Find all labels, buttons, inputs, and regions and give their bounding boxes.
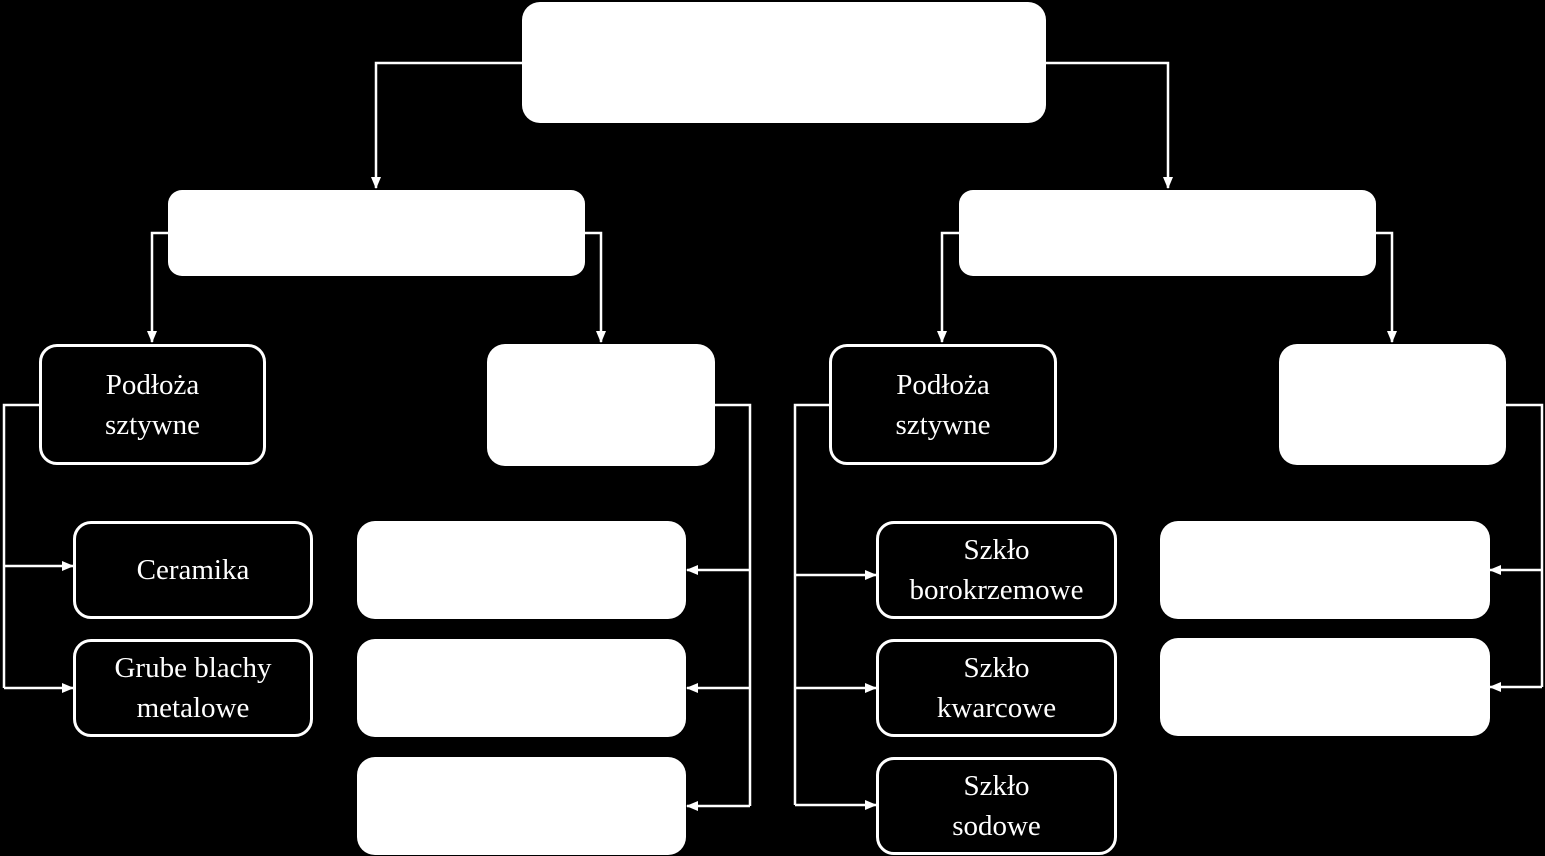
connector-mid-right-flexible bbox=[1376, 231, 1397, 343]
thick-metal-sheets-label: Grube blachy metalowe bbox=[114, 652, 272, 724]
quartz-glass-label: Szkło kwarcowe bbox=[936, 652, 1057, 724]
left-flexible-node bbox=[487, 344, 715, 466]
left-rigid-substrates-label: Podłoża sztywne bbox=[104, 368, 201, 441]
thick-metal-sheets-node: Grube blachy metalowe bbox=[73, 639, 313, 737]
flex-item-2-node bbox=[357, 639, 686, 737]
ceramics-label: Ceramika bbox=[136, 554, 250, 586]
connector-left-rigid-trunk bbox=[2, 403, 40, 688]
borosilicate-glass-label: Szkło borokrzemowe bbox=[909, 534, 1084, 606]
connector-mid-left-rigid bbox=[147, 231, 168, 343]
connector-right-flexible-trunk bbox=[1506, 403, 1544, 687]
mid-left-node bbox=[168, 190, 585, 276]
connector-mid-left-flexible bbox=[585, 231, 606, 343]
right-flex-item-2-node bbox=[1160, 638, 1490, 736]
mid-right-node bbox=[959, 190, 1376, 276]
ceramics-node: Ceramika bbox=[73, 521, 313, 619]
right-rigid-substrates-node: Podłoża sztywne bbox=[829, 344, 1057, 465]
connector-mid-right-rigid bbox=[937, 231, 959, 343]
right-flexible-node bbox=[1279, 344, 1506, 465]
connector-left-flexible-trunk bbox=[715, 403, 752, 806]
flex-item-3-node bbox=[357, 757, 686, 855]
connector-root-mid-left bbox=[371, 61, 522, 189]
soda-glass-node: Szkło sodowe bbox=[876, 757, 1117, 855]
root-node bbox=[522, 2, 1046, 123]
soda-glass-label: Szkło sodowe bbox=[952, 770, 1041, 842]
connector-right-rigid-trunk bbox=[793, 403, 831, 805]
borosilicate-glass-node: Szkło borokrzemowe bbox=[876, 521, 1117, 619]
right-rigid-substrates-label: Podłoża sztywne bbox=[895, 368, 991, 441]
quartz-glass-node: Szkło kwarcowe bbox=[876, 639, 1117, 737]
left-rigid-substrates-node: Podłoża sztywne bbox=[39, 344, 266, 465]
flex-item-1-node bbox=[357, 521, 686, 619]
right-flex-item-1-node bbox=[1160, 521, 1490, 619]
connector-root-mid-right bbox=[1046, 61, 1173, 189]
